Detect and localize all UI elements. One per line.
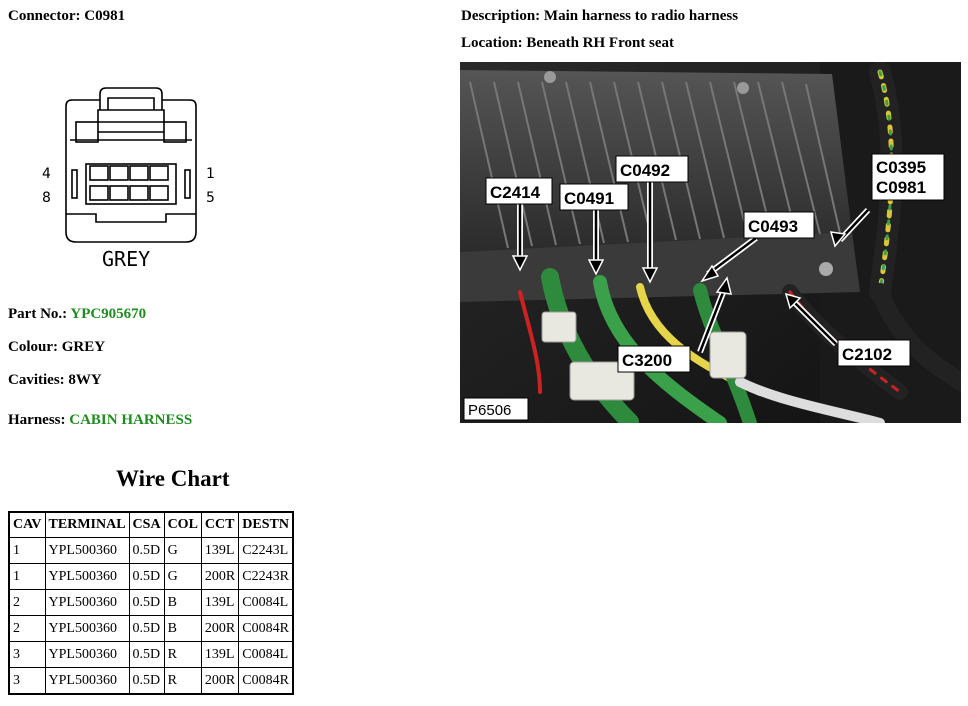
photo-reference: P6506 — [468, 402, 511, 419]
cell-cct: 139L — [200, 641, 240, 668]
cell-destn: C0084R — [238, 615, 294, 642]
cell-csa: 0.5D — [128, 563, 165, 590]
cell-cct: 139L — [200, 589, 240, 616]
cell-col: R — [163, 667, 202, 695]
location-value: Beneath RH Front seat — [526, 35, 675, 51]
connector-label: Connector: — [8, 8, 81, 24]
table-row: 2 YPL500360 0.5D B 139L C0084L — [8, 589, 294, 616]
header-terminal: TERMINAL — [44, 511, 130, 538]
harness-line: Harness: CABIN HARNESS — [8, 412, 192, 429]
pin-label-4: 4 — [42, 166, 51, 182]
pin-label-5: 5 — [206, 190, 215, 206]
colour-value: GREY — [61, 339, 106, 355]
cell-cct: 200R — [200, 667, 240, 695]
table-header-row: CAV TERMINAL CSA COL CCT DESTN — [8, 511, 294, 538]
cell-cav: 3 — [8, 641, 46, 668]
cell-terminal: YPL500360 — [44, 615, 130, 642]
cell-cct: 200R — [200, 563, 240, 590]
cell-col: B — [163, 589, 202, 616]
cell-terminal: YPL500360 — [44, 537, 130, 564]
description-label: Description: — [461, 8, 541, 24]
description-line: Description: Main harness to radio harne… — [461, 8, 738, 25]
cavities-line: Cavities: 8WY — [8, 372, 102, 389]
photo-label-c0493: C0493 — [748, 217, 798, 236]
photo-label-c2102: C2102 — [842, 345, 892, 364]
part-number-line: Part No.: YPC905670 — [8, 306, 146, 323]
cell-csa: 0.5D — [128, 667, 165, 695]
cavities-value: 8WY — [68, 372, 102, 388]
cell-terminal: YPL500360 — [44, 641, 130, 668]
table-row: 3 YPL500360 0.5D R 139L C0084L — [8, 641, 294, 668]
table-row: 3 YPL500360 0.5D R 200R C0084R — [8, 667, 294, 695]
location-label: Location: — [461, 35, 523, 51]
cell-cct: 139L — [200, 537, 240, 564]
cell-destn: C0084L — [238, 641, 294, 668]
photo-label-c0981: C0981 — [876, 178, 926, 197]
cell-csa: 0.5D — [128, 641, 165, 668]
cell-destn: C2243R — [238, 563, 294, 590]
cell-cav: 3 — [8, 667, 46, 695]
photo-label-c0491: C0491 — [564, 189, 614, 208]
cell-col: B — [163, 615, 202, 642]
cavities-label: Cavities: — [8, 372, 65, 388]
header-cav: CAV — [8, 511, 46, 538]
header-csa: CSA — [128, 511, 165, 538]
cell-csa: 0.5D — [128, 537, 165, 564]
photo-label-c3200: C3200 — [622, 351, 672, 370]
pin-label-1: 1 — [206, 166, 215, 182]
harness-label: Harness: — [8, 412, 66, 428]
pin-label-8: 8 — [42, 190, 51, 206]
cell-col: G — [163, 563, 202, 590]
part-number-value: YPC905670 — [70, 306, 147, 322]
location-line: Location: Beneath RH Front seat — [461, 35, 674, 52]
header-destn: DESTN — [238, 511, 294, 538]
location-photo: C2414 C0491 C0492 C0493 C0395 C0981 C320… — [460, 62, 961, 423]
cell-cav: 2 — [8, 589, 46, 616]
table-row: 2 YPL500360 0.5D B 200R C0084R — [8, 615, 294, 642]
cell-terminal: YPL500360 — [44, 563, 130, 590]
cell-csa: 0.5D — [128, 615, 165, 642]
colour-line: Colour: GREY — [8, 339, 105, 356]
table-row: 1 YPL500360 0.5D G 139L C2243L — [8, 537, 294, 564]
cell-destn: C0084L — [238, 589, 294, 616]
cell-cav: 1 — [8, 537, 46, 564]
photo-label-c0492: C0492 — [620, 161, 670, 180]
connector-line: Connector: C0981 — [8, 8, 125, 25]
header-cct: CCT — [200, 511, 240, 538]
photo-label-c0395: C0395 — [876, 158, 926, 177]
cell-col: R — [163, 641, 202, 668]
cell-cav: 2 — [8, 615, 46, 642]
cell-cct: 200R — [200, 615, 240, 642]
cell-destn: C2243L — [238, 537, 294, 564]
wire-chart-table: CAV TERMINAL CSA COL CCT DESTN 1 YPL5003… — [8, 511, 294, 695]
cell-csa: 0.5D — [128, 589, 165, 616]
connector-face-diagram: 4 8 1 5 GREY — [42, 87, 215, 271]
header-col: COL — [163, 511, 202, 538]
wire-chart-title: Wire Chart — [116, 466, 230, 491]
photo-label-c2414: C2414 — [490, 183, 541, 202]
part-number-label: Part No.: — [8, 306, 68, 322]
description-value: Main harness to radio harness — [543, 8, 739, 24]
diagram-colour-text: GREY — [102, 247, 150, 271]
table-row: 1 YPL500360 0.5D G 200R C2243R — [8, 563, 294, 590]
cell-terminal: YPL500360 — [44, 589, 130, 616]
cell-cav: 1 — [8, 563, 46, 590]
cell-destn: C0084R — [238, 667, 294, 695]
colour-label: Colour: — [8, 339, 58, 355]
harness-value: CABIN HARNESS — [69, 412, 193, 428]
connector-id: C0981 — [84, 8, 126, 24]
cell-col: G — [163, 537, 202, 564]
cell-terminal: YPL500360 — [44, 667, 130, 695]
